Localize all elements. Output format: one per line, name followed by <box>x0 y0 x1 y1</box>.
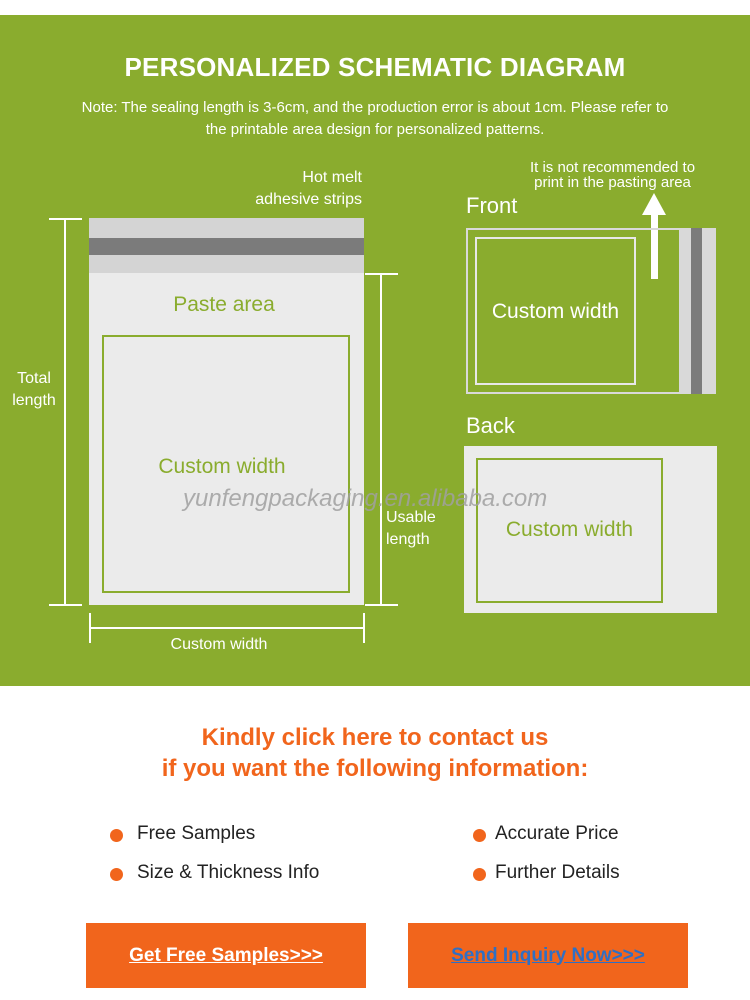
front-print-box <box>475 237 636 385</box>
seal-strip-bottom <box>89 255 364 273</box>
send-inquiry-button[interactable]: Send Inquiry Now>>> <box>408 923 688 988</box>
bullet-icon <box>473 868 486 881</box>
paste-area-label: Paste area <box>173 293 275 316</box>
front-print-label: Custom width <box>491 300 620 323</box>
note-line-1: Note: The sealing length is 3-6cm, and t… <box>81 99 669 116</box>
back-print-label: Custom width <box>505 518 634 541</box>
printable-area-box <box>102 335 350 593</box>
bag-outline <box>89 218 364 605</box>
usable-length-line-1: Usable <box>386 509 436 526</box>
hot-melt-label: Hot melt adhesive strips <box>240 167 362 211</box>
usable-length-label: Usable length <box>386 507 446 551</box>
width-label: Custom width <box>170 636 268 653</box>
watermark: yunfengpackaging.en.alibaba.com <box>183 485 548 512</box>
item-accurate-price: Accurate Price <box>495 823 619 844</box>
send-inquiry-label[interactable]: Send Inquiry Now>>> <box>451 944 645 966</box>
front-label: Front <box>466 193 518 218</box>
arrow-shaft <box>651 213 658 279</box>
usable-length-line-2: length <box>386 531 430 548</box>
back-print-box <box>476 458 663 603</box>
width-right-tick <box>363 613 365 643</box>
pasting-warning-line-1: It is not recommended to <box>529 159 696 176</box>
usable-length-bottom-tick <box>365 604 398 606</box>
total-length-label: Total length <box>6 368 62 412</box>
contact-heading-line-1[interactable]: Kindly click here to contact us <box>201 724 549 751</box>
note-text: Note: The sealing length is 3-6cm, and t… <box>40 97 710 141</box>
total-length-line-1: Total <box>17 370 51 387</box>
printable-area-label: Custom width <box>158 455 286 478</box>
hot-melt-line-1: Hot melt <box>302 169 362 186</box>
note-line-2: the printable area design for personaliz… <box>205 121 545 138</box>
adhesive-strip <box>89 238 364 255</box>
bullet-icon <box>110 868 123 881</box>
total-length-line <box>64 218 66 606</box>
item-further-details: Further Details <box>495 862 620 883</box>
hot-melt-line-2: adhesive strips <box>255 191 362 208</box>
get-free-samples-button[interactable]: Get Free Samples>>> <box>86 923 366 988</box>
total-length-bottom-tick <box>49 604 82 606</box>
bullet-icon <box>110 829 123 842</box>
bullet-icon <box>473 829 486 842</box>
pasting-warning: It is not recommended to print in the pa… <box>510 160 715 190</box>
page-title: PERSONALIZED SCHEMATIC DIAGRAM <box>124 52 626 82</box>
back-label: Back <box>466 413 515 438</box>
get-free-samples-label[interactable]: Get Free Samples>>> <box>129 944 323 966</box>
back-bag <box>464 446 717 613</box>
total-length-line-2: length <box>12 392 56 409</box>
front-adhesive-strip <box>691 228 702 394</box>
item-free-samples: Free Samples <box>137 823 256 844</box>
item-size-thickness: Size & Thickness Info <box>137 862 320 883</box>
width-line <box>89 627 365 629</box>
seal-strip-top <box>89 218 364 238</box>
usable-length-line <box>380 273 382 606</box>
pasting-warning-line-2: print in the pasting area <box>534 174 691 191</box>
contact-heading-line-2[interactable]: if you want the following information: <box>161 755 589 782</box>
top-margin <box>0 0 750 15</box>
up-arrow-icon <box>642 193 666 215</box>
